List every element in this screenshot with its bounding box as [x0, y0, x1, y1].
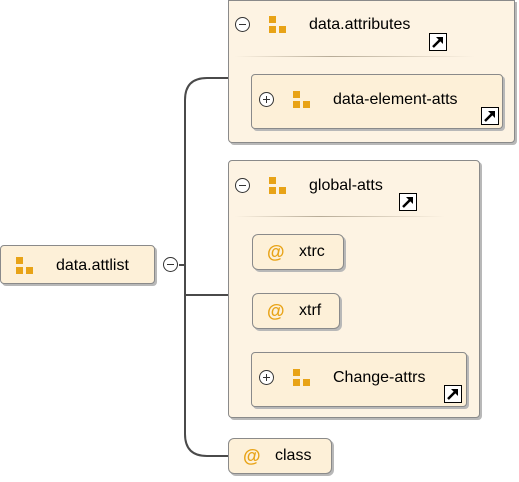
- expand-icon[interactable]: [259, 370, 274, 385]
- group-global-atts[interactable]: global-atts @ xtrc @ xtrf Change-attrs: [228, 160, 480, 418]
- attribute-icon: @: [267, 242, 285, 262]
- attribute-icon: @: [267, 301, 285, 321]
- group-data-attributes[interactable]: data.attributes data-element-atts: [228, 0, 515, 143]
- attribute-label: xtrf: [299, 302, 322, 319]
- attribute-node-xtrc[interactable]: @ xtrc: [252, 234, 344, 270]
- shortcut-arrow-icon[interactable]: [444, 385, 462, 403]
- root-label: data.attlist: [56, 257, 129, 274]
- divider: [235, 56, 475, 57]
- group-label: data.attributes: [309, 16, 411, 33]
- group-icon: [293, 91, 313, 111]
- group-icon: [269, 16, 289, 36]
- divider: [235, 216, 445, 217]
- group-icon: [16, 257, 36, 277]
- group-label: data-element-atts: [333, 91, 458, 108]
- shortcut-arrow-icon[interactable]: [399, 193, 417, 211]
- data-element-atts-node[interactable]: data-element-atts: [251, 74, 503, 129]
- attribute-node-class[interactable]: @ class: [228, 438, 332, 474]
- group-icon: [269, 177, 289, 197]
- collapse-icon[interactable]: [235, 178, 250, 193]
- change-attrs-node[interactable]: Change-attrs: [251, 352, 467, 407]
- collapse-icon[interactable]: [235, 17, 250, 32]
- group-icon: [293, 369, 313, 389]
- root-element-node[interactable]: data.attlist: [0, 245, 155, 284]
- shortcut-arrow-icon[interactable]: [429, 33, 447, 51]
- attribute-icon: @: [243, 446, 261, 466]
- shortcut-arrow-icon[interactable]: [481, 107, 499, 125]
- attribute-node-xtrf[interactable]: @ xtrf: [252, 293, 340, 329]
- group-label: global-atts: [309, 177, 383, 194]
- attribute-label: class: [275, 447, 312, 464]
- attribute-label: xtrc: [299, 243, 325, 260]
- group-label: Change-attrs: [333, 369, 426, 386]
- collapse-icon[interactable]: [163, 257, 178, 272]
- expand-icon[interactable]: [259, 92, 274, 107]
